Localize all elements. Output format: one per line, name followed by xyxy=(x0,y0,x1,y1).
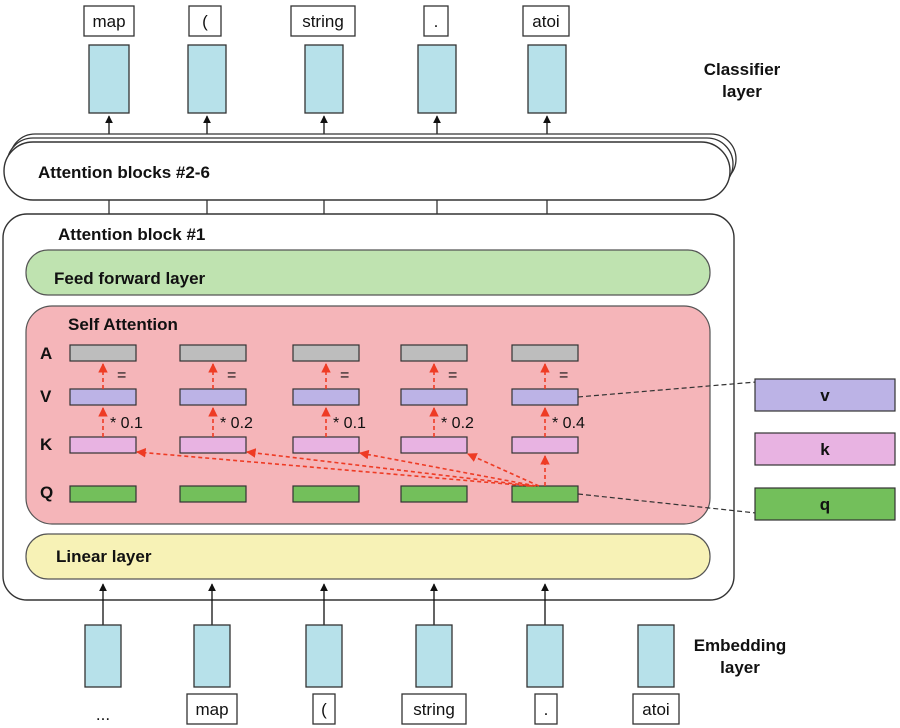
weight-label: * 0.1 xyxy=(333,415,366,432)
vector-k xyxy=(179,436,247,454)
embedding-token-dot: . xyxy=(534,693,558,725)
svg-text:atoi: atoi xyxy=(642,700,669,719)
classifier-box xyxy=(417,44,457,114)
classifier-layer: map ( string . atoi Classifier l xyxy=(83,5,781,140)
vector-q xyxy=(400,485,468,503)
classifier-token-atoi: atoi xyxy=(522,5,570,37)
weight-label: * 0.1 xyxy=(110,415,143,432)
equals-sign: = xyxy=(117,367,126,384)
embedding-token-ellipsis: ... xyxy=(96,705,110,724)
side-vector-k: k xyxy=(754,432,896,466)
classifier-box xyxy=(527,44,567,114)
vector-a xyxy=(400,344,468,362)
embedding-layer: ... map ( string . atoi Embedding layer xyxy=(84,583,787,725)
row-label-k: K xyxy=(40,435,53,454)
embedding-token-string: string xyxy=(401,693,467,725)
embedding-box xyxy=(526,624,564,688)
embedding-box xyxy=(193,624,231,688)
vector-a xyxy=(511,344,579,362)
classifier-token-paren: ( xyxy=(188,5,222,37)
embedding-box xyxy=(637,624,675,688)
weight-label: * 0.2 xyxy=(441,415,474,432)
row-label-a: A xyxy=(40,344,52,363)
vector-q xyxy=(292,485,360,503)
classifier-box xyxy=(304,44,344,114)
vector-v xyxy=(69,388,137,406)
vector-k xyxy=(400,436,468,454)
classifier-token-map: map xyxy=(83,5,135,37)
equals-sign: = xyxy=(340,367,349,384)
embedding-box xyxy=(305,624,343,688)
classifier-label-line2: layer xyxy=(722,82,762,101)
svg-text:(: ( xyxy=(202,12,208,31)
svg-text:v: v xyxy=(820,386,830,405)
vector-q xyxy=(69,485,137,503)
attention-blocks-label: Attention blocks #2-6 xyxy=(38,163,210,182)
classifier-box xyxy=(187,44,227,114)
red-arrow xyxy=(246,448,534,487)
equals-sign: = xyxy=(559,367,568,384)
red-arrow xyxy=(359,449,537,487)
row-label-q: Q xyxy=(40,483,53,502)
classifier-box xyxy=(88,44,130,114)
weight-label: * 0.4 xyxy=(552,415,585,432)
side-vector-q: q xyxy=(754,487,896,521)
red-arrow xyxy=(467,453,540,487)
side-vector-v: v xyxy=(754,378,896,412)
attention-block-1: Attention block #1 Feed forward layer Se… xyxy=(2,213,735,601)
classifier-token-string: string xyxy=(290,5,356,37)
row-label-v: V xyxy=(40,387,52,406)
vector-k xyxy=(292,436,360,454)
vector-v xyxy=(511,388,579,406)
attention-blocks-2-6: Attention blocks #2-6 xyxy=(3,133,737,201)
side-vectors: v k q xyxy=(577,378,896,521)
embedding-token-paren: ( xyxy=(312,693,336,725)
embedding-token-map: map xyxy=(186,693,238,725)
svg-text:.: . xyxy=(434,12,439,31)
svg-text:string: string xyxy=(302,12,344,31)
svg-text:map: map xyxy=(195,700,228,719)
svg-text:atoi: atoi xyxy=(532,12,559,31)
svg-text:string: string xyxy=(413,700,455,719)
vector-q xyxy=(511,485,579,503)
svg-text:q: q xyxy=(820,495,830,514)
svg-text:map: map xyxy=(92,12,125,31)
vector-v xyxy=(400,388,468,406)
weight-label: * 0.2 xyxy=(220,415,253,432)
embedding-box xyxy=(415,624,453,688)
vector-k xyxy=(69,436,137,454)
svg-text:.: . xyxy=(544,700,549,719)
self-attention-label: Self Attention xyxy=(68,315,178,334)
svg-text:(: ( xyxy=(321,700,327,719)
attention-block-1-title: Attention block #1 xyxy=(58,225,205,244)
embedding-label-line2: layer xyxy=(720,658,760,677)
equals-sign: = xyxy=(448,367,457,384)
vector-v xyxy=(292,388,360,406)
vector-a xyxy=(179,344,247,362)
red-arrow xyxy=(136,447,531,487)
svg-text:k: k xyxy=(820,440,830,459)
vector-a xyxy=(292,344,360,362)
embedding-label-line1: Embedding xyxy=(694,636,787,655)
classifier-label-line1: Classifier xyxy=(704,60,781,79)
embedding-token-atoi: atoi xyxy=(632,693,680,725)
vector-q xyxy=(179,485,247,503)
feed-forward-label: Feed forward layer xyxy=(54,269,206,288)
feed-forward-layer xyxy=(25,249,711,296)
vector-k xyxy=(511,436,579,454)
embedding-box xyxy=(84,624,122,688)
block-connectors xyxy=(108,200,548,214)
classifier-token-dot: . xyxy=(423,5,449,37)
linear-layer xyxy=(25,533,711,580)
linear-label: Linear layer xyxy=(56,547,152,566)
vector-v xyxy=(179,388,247,406)
equals-sign: = xyxy=(227,367,236,384)
vector-a xyxy=(69,344,137,362)
